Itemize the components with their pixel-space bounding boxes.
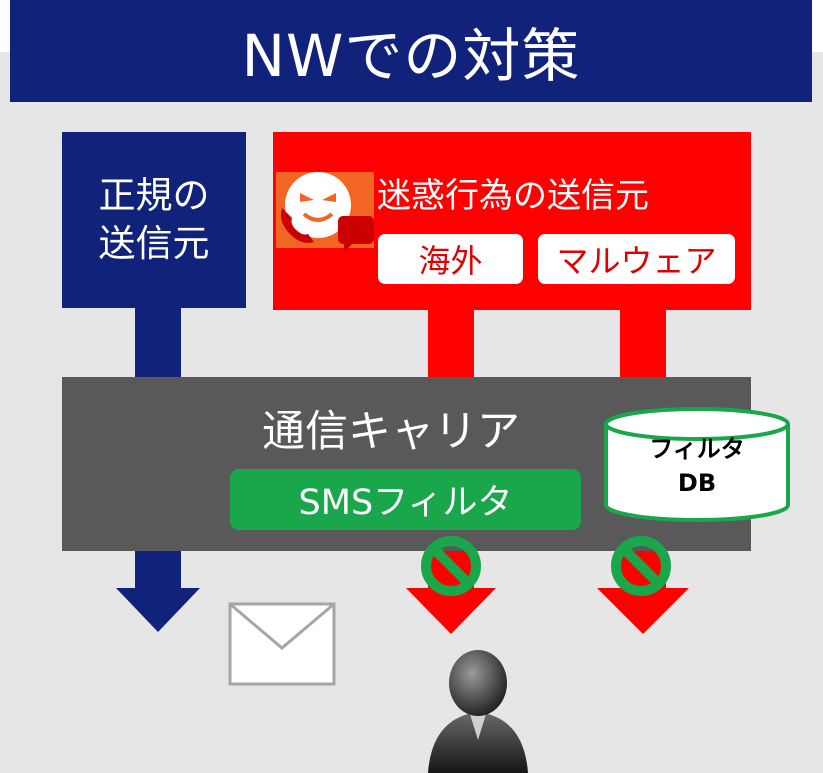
legit-sender-line2: 送信元 <box>98 222 210 265</box>
title-bar: NWでの対策 <box>10 0 812 102</box>
sms-filter-box: SMSフィルタ <box>230 469 581 530</box>
spam-sender-title: 迷惑行為の送信元 <box>377 176 649 216</box>
carrier-title: 通信キャリア <box>262 407 520 457</box>
filter-db-line2: DB <box>677 469 717 497</box>
filter-db-line1: フィルタ <box>649 435 745 463</box>
carrier-box: 通信キャリア SMSフィルタ <box>62 377 751 551</box>
spam-sender-box: 迷惑行為の送信元 海外 マルウェア <box>273 132 751 310</box>
legit-sender-line1: 正規の <box>98 174 210 217</box>
page-title: NWでの対策 <box>241 22 581 90</box>
tag-malware: マルウェア <box>538 234 735 284</box>
tag-overseas: 海外 <box>378 234 523 284</box>
filter-db-label: フィルタ DB <box>606 432 788 500</box>
legit-sender-box: 正規の 送信元 <box>62 132 246 308</box>
